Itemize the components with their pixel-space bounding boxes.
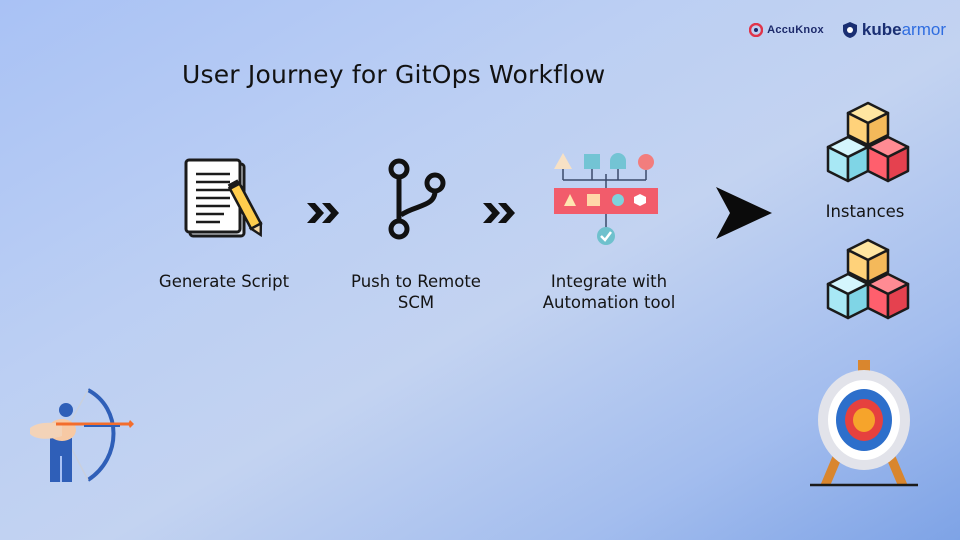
double-chevron-icon [307,203,339,223]
document-pencil-icon [184,158,263,238]
kubearmor-logo: kubearmor [842,20,946,40]
step-label-line: SCM [397,293,435,312]
step-label-line: Automation tool [542,293,676,312]
step-label-line: Push to Remote [351,272,481,291]
logo-row: AccuKnox kubearmor [749,20,946,40]
step-label-push-to-remote: Push to Remote SCM [336,271,496,313]
kubearmor-logo-icon [842,22,857,38]
double-chevron-icon [483,203,515,223]
kubearmor-logo-text-a: kube [861,20,902,39]
slide-title: User Journey for GitOps Workflow [182,60,606,89]
target-icon [810,360,918,487]
archer-icon [30,388,134,482]
accuknox-logo: AccuKnox [749,23,824,37]
step-label-integrate: Integrate with Automation tool [524,271,694,313]
kubearmor-logo-text-b: armor [901,20,946,39]
automation-workflow-icon [554,153,658,245]
step-label-generate-script: Generate Script [158,272,290,291]
accuknox-logo-icon [749,23,764,37]
kubearmor-logo-text: kubearmor [862,20,946,40]
step-label-line: Integrate with [550,272,668,291]
accuknox-logo-text: AccuKnox [767,24,824,36]
cubes-icon [826,101,910,183]
cubes-icon [826,238,910,320]
arrow-right-icon [716,187,772,239]
instances-label: Instances [825,202,905,221]
git-branch-icon [388,158,446,240]
